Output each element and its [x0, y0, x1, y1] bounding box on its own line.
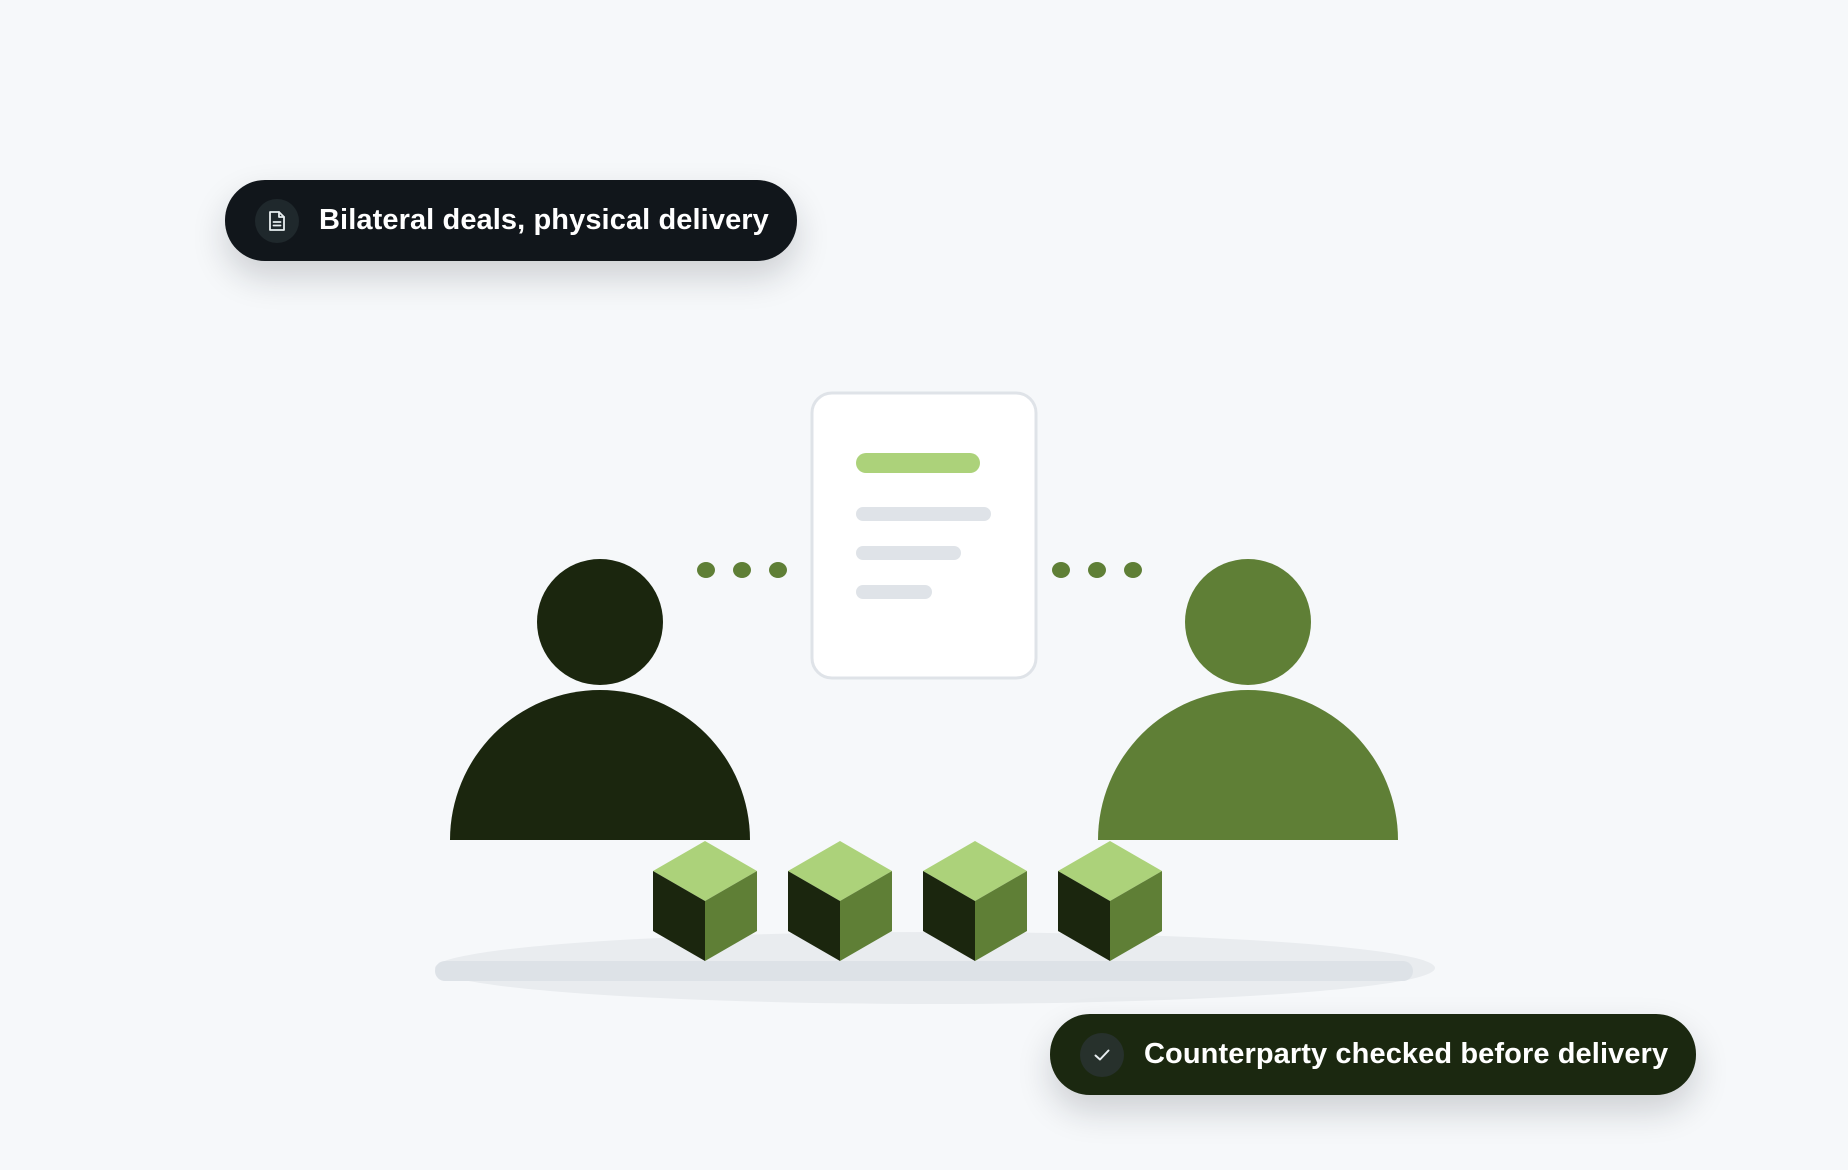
document-card	[810, 391, 1038, 680]
connector-dot	[769, 562, 787, 578]
connector-dot	[1124, 562, 1142, 578]
cube-right-face	[705, 871, 757, 961]
connector-dot	[1052, 562, 1070, 578]
document-text-line	[856, 546, 961, 560]
left-party-figure	[450, 559, 750, 840]
deal-type-badge: Bilateral deals, physical delivery	[225, 180, 797, 261]
cube-left-face	[1058, 871, 1110, 961]
right-party-head	[1185, 559, 1311, 685]
right-party-body	[1098, 690, 1398, 840]
document-title-line	[856, 453, 980, 473]
right-party-figure	[1098, 559, 1398, 840]
goods-cube	[653, 841, 757, 961]
cube-left-face	[788, 871, 840, 961]
document-text-line	[856, 585, 932, 599]
left-connector-dots	[697, 562, 787, 578]
contract-document	[810, 391, 1038, 680]
checkmark-icon	[1080, 1032, 1124, 1077]
cube-left-face	[923, 871, 975, 961]
goods-cube	[788, 841, 892, 961]
connector-dot	[1088, 562, 1106, 578]
connector-dot	[697, 562, 715, 578]
cube-left-face	[653, 871, 705, 961]
document-text-line	[856, 507, 991, 521]
right-connector-dots	[1052, 562, 1142, 578]
goods-cube	[1058, 841, 1162, 961]
floor-platform	[435, 961, 1413, 981]
left-party-body	[450, 690, 750, 840]
verification-badge-label: Counterparty checked before delivery	[1144, 1038, 1669, 1070]
document-icon	[255, 198, 299, 243]
cube-right-face	[975, 871, 1027, 961]
connector-dot	[733, 562, 751, 578]
left-party-head	[537, 559, 663, 685]
cube-right-face	[1110, 871, 1162, 961]
goods-cube	[923, 841, 1027, 961]
cube-right-face	[840, 871, 892, 961]
verification-badge: Counterparty checked before delivery	[1050, 1014, 1697, 1095]
deal-type-badge-label: Bilateral deals, physical delivery	[319, 204, 769, 236]
